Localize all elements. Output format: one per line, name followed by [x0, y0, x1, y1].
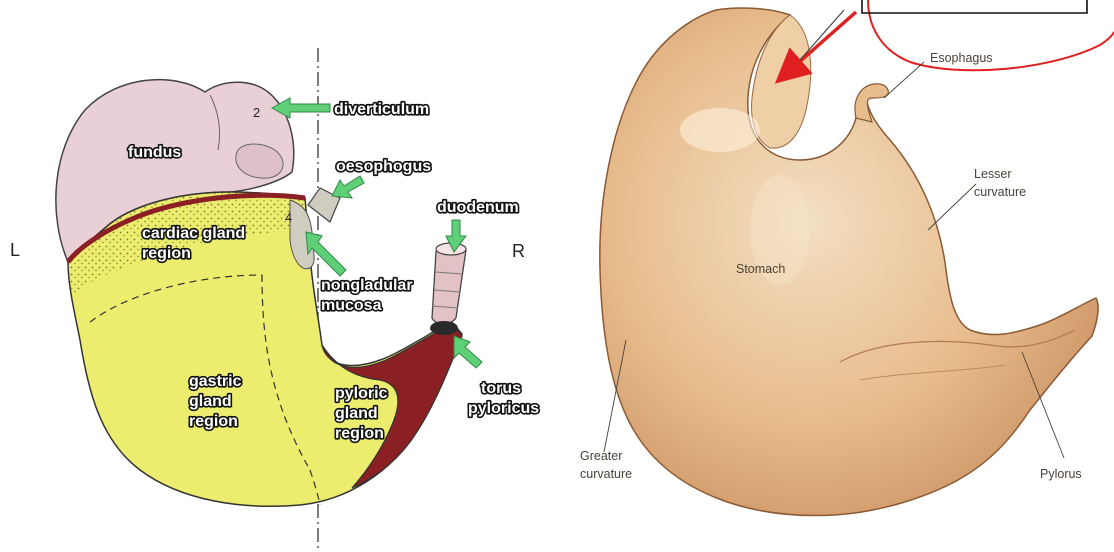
label-lesser-1: Lesser [974, 167, 1012, 181]
label-pylorus: Pylorus [1040, 467, 1082, 481]
label-esophagus: Esophagus [930, 51, 993, 65]
label-lesser-2: curvature [974, 185, 1026, 199]
box-edge [862, 0, 1087, 13]
arrow-oesophogus [332, 176, 364, 198]
label-stomach: Stomach [736, 262, 785, 276]
label-cardiac-2: region [142, 245, 191, 262]
right-illustration: Esophagus Lesser curvature Stomach Great… [580, 0, 1114, 516]
stomach-body [600, 8, 1098, 516]
label-greater-2: curvature [580, 467, 632, 481]
label-gastric-3: region [189, 413, 238, 430]
side-left-label: L [10, 240, 20, 260]
label-greater-1: Greater [580, 449, 622, 463]
label-gastric-1: gastric [189, 373, 242, 390]
label-oesophogus: oesophogus [336, 158, 431, 175]
label-nongl-1: nongladular [321, 277, 413, 294]
label-pyloric-3: region [335, 425, 384, 442]
number-2: 2 [253, 105, 260, 120]
number-4: 4 [285, 210, 292, 225]
label-torus-1: torus [481, 380, 521, 397]
label-torus-2: pyloricus [468, 400, 539, 417]
label-pyloric-2: gland [335, 405, 378, 422]
label-diverticulum: diverticulum [334, 101, 429, 118]
label-gastric-2: gland [189, 393, 232, 410]
duodenum-tube [432, 245, 466, 324]
label-fundus: fundus [128, 144, 181, 161]
label-nongl-2: mucosa [321, 297, 382, 314]
label-duodenum: duodenum [437, 199, 519, 216]
label-pyloric-1: pyloric [335, 385, 388, 402]
arrow-torus [454, 336, 482, 368]
side-right-label: R [512, 241, 525, 261]
left-diagram: L R 2 4 diverticulum fundus oesophogus c… [10, 48, 539, 552]
label-cardiac-1: cardiac gland [142, 225, 245, 242]
